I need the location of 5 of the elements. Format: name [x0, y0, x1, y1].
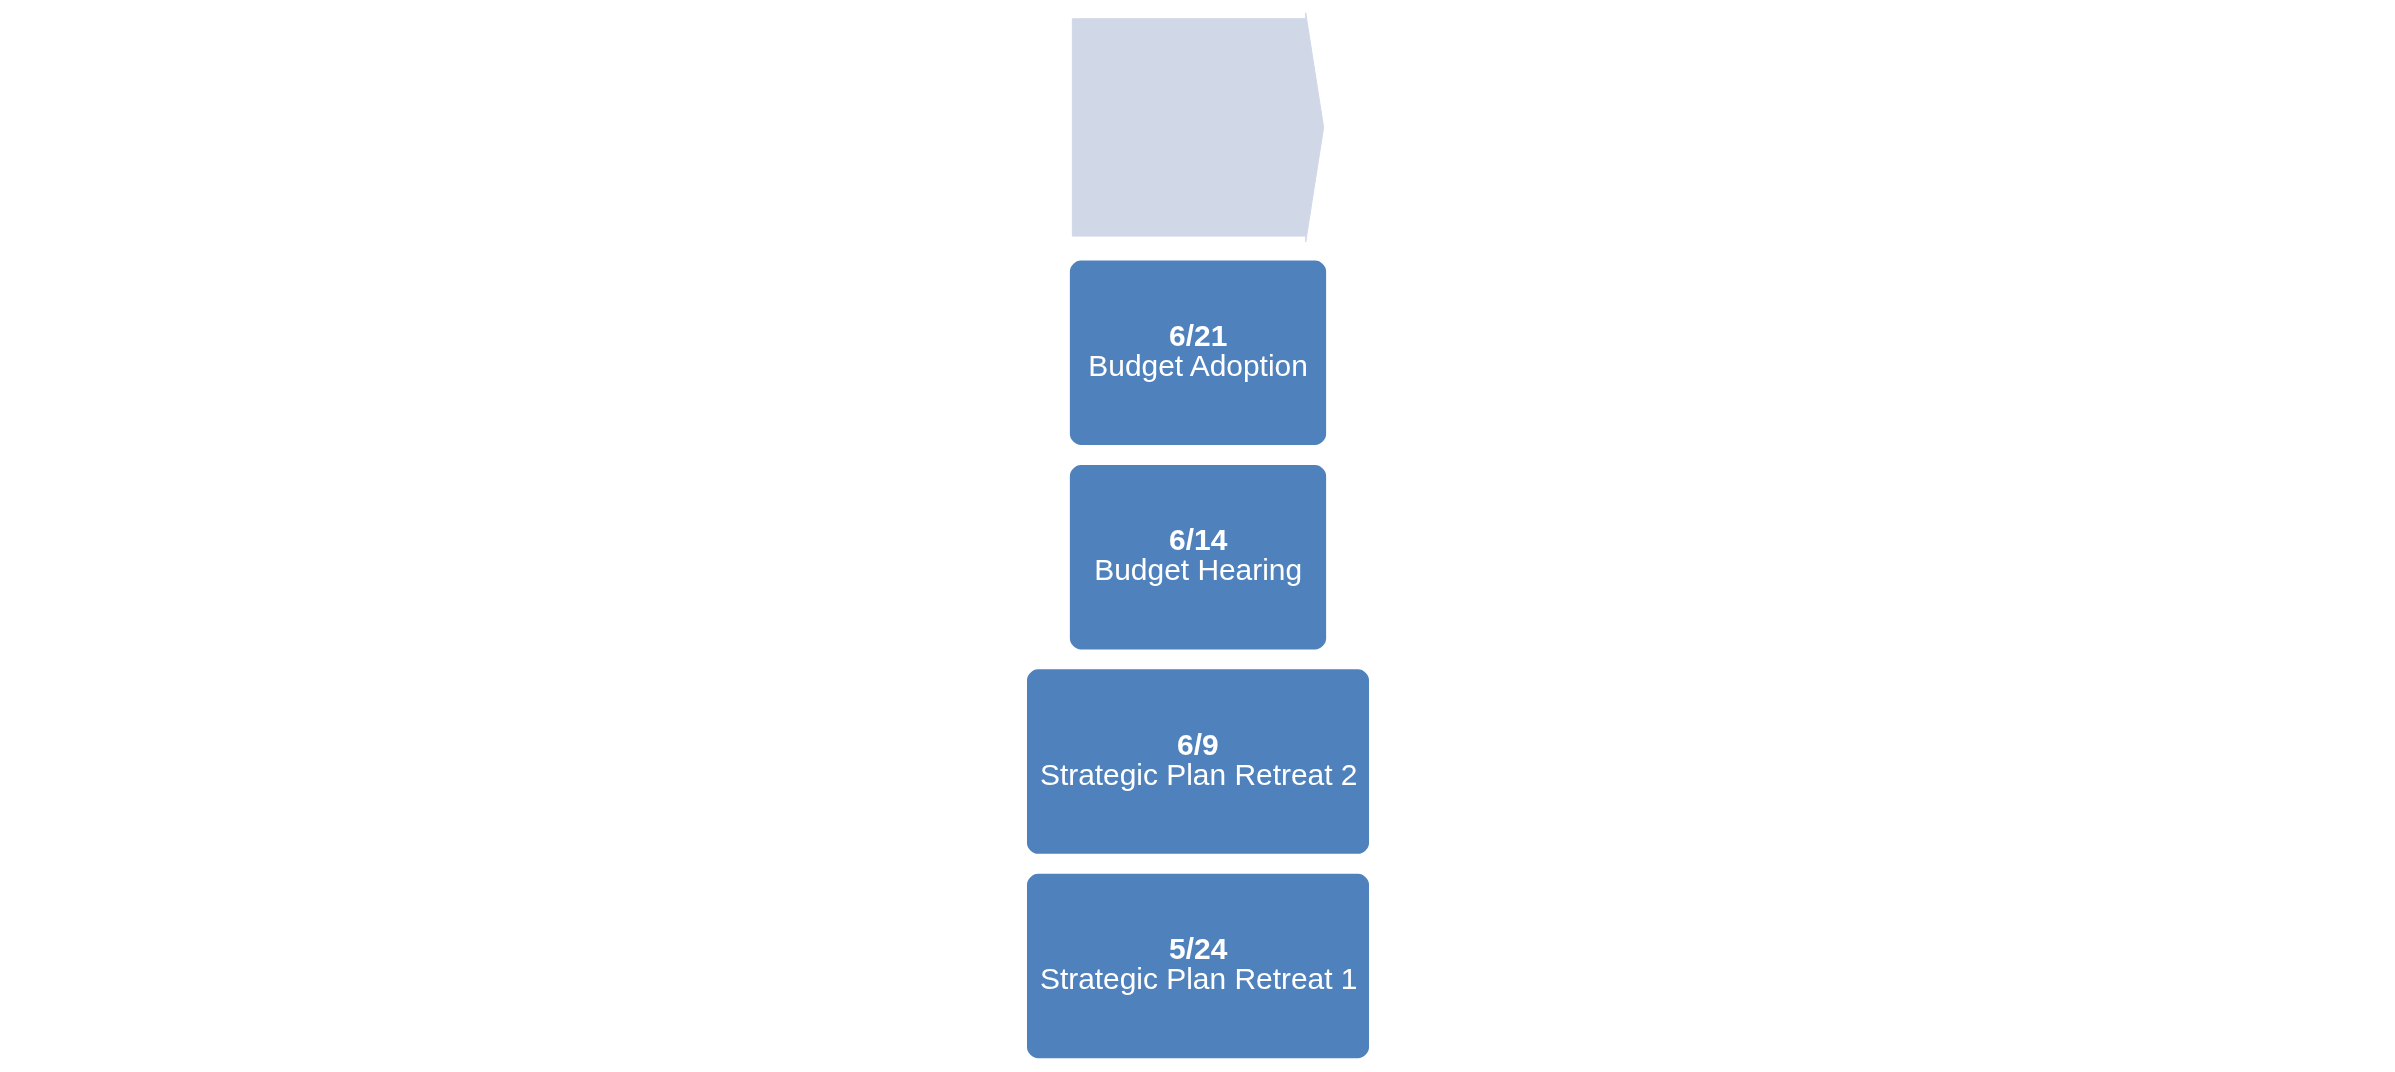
node-arrow — [1071, 12, 1324, 243]
node-box: 5/24 Strategic Plan Retreat 1 — [1024, 871, 1371, 1061]
node-box: 6/14 Budget Hearing — [1067, 462, 1328, 652]
node-box: 6/9 Strategic Plan Retreat 2 — [1024, 667, 1371, 856]
node-box: 6/21 Budget Adoption — [1067, 258, 1328, 447]
